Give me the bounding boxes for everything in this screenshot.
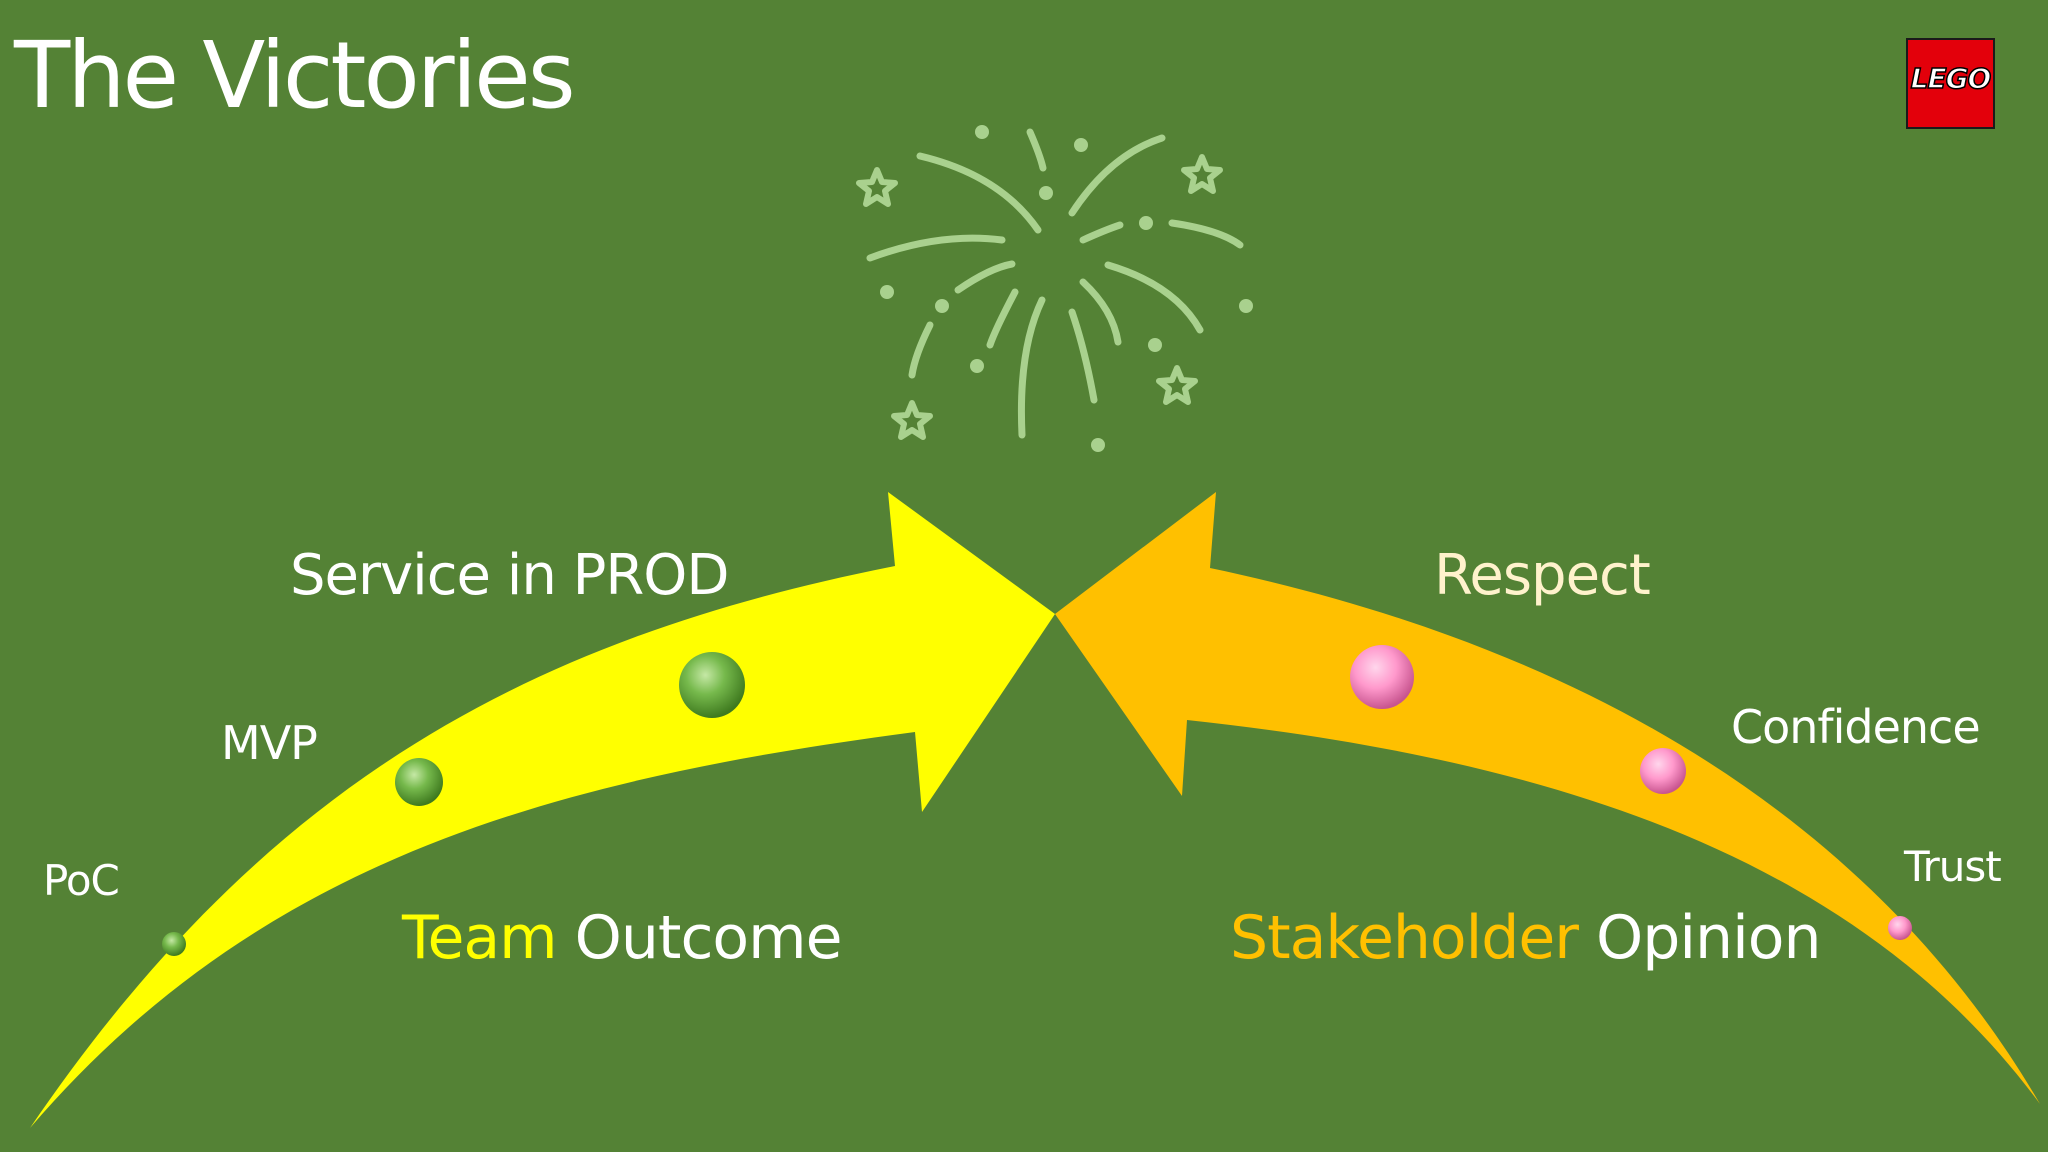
mvp-dot	[395, 758, 443, 806]
lego-logo: LEGO	[1906, 38, 1995, 129]
poc-dot	[162, 932, 186, 956]
caption-team-word: Team	[402, 903, 557, 973]
confidence-dot	[1640, 748, 1686, 794]
label-mvp: MVP	[221, 716, 317, 770]
page-title: The Victories	[14, 22, 573, 129]
label-confidence: Confidence	[1731, 700, 1980, 754]
caption-stakeholder-opinion: Stakeholder Opinion	[1230, 903, 1820, 973]
fireworks-icon	[859, 125, 1253, 452]
respect-dot	[1350, 645, 1414, 709]
label-trust: Trust	[1904, 842, 2001, 891]
caption-outcome-word: Outcome	[557, 903, 842, 973]
label-respect: Respect	[1434, 543, 1650, 608]
logo-text: LEGO	[1908, 62, 1993, 95]
caption-opinion-word: Opinion	[1578, 903, 1821, 973]
caption-team-outcome: Team Outcome	[402, 903, 842, 973]
caption-stakeholder-word: Stakeholder	[1230, 903, 1578, 973]
service-in-prod-dot	[679, 652, 745, 718]
trust-dot	[1888, 916, 1912, 940]
label-service-in-prod: Service in PROD	[290, 543, 729, 608]
label-poc: PoC	[43, 856, 119, 905]
